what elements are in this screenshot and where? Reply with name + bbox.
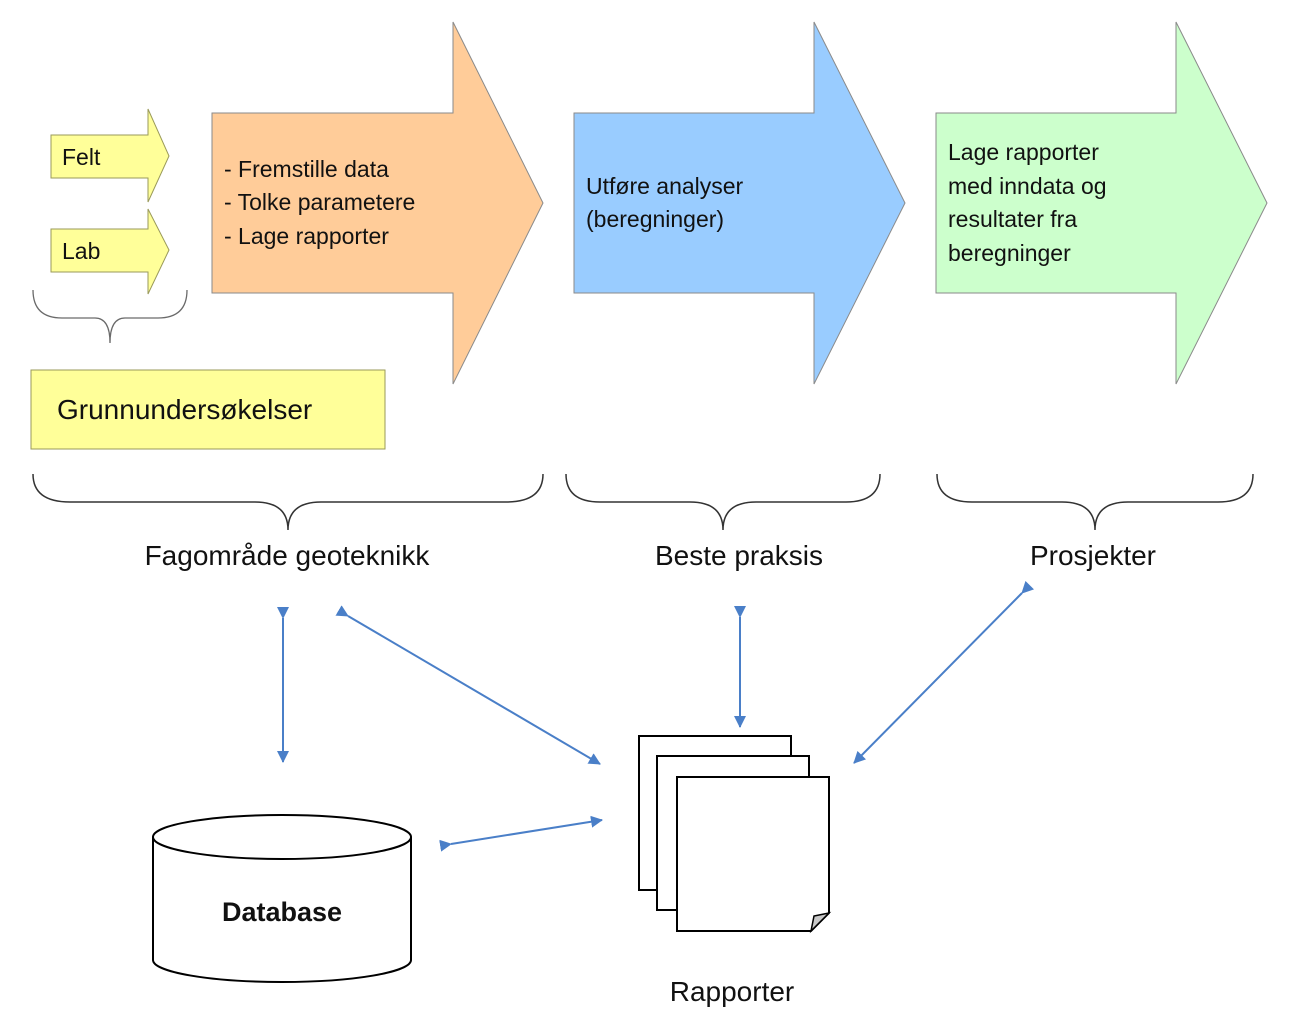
document-front: [676, 776, 830, 932]
step-2-line-1: Utføre analyser: [586, 173, 744, 199]
rapporter-label: Rapporter: [670, 976, 795, 1007]
fagomrade-brace: [32, 473, 544, 531]
prosjekter-label: Prosjekter: [1030, 540, 1156, 571]
orange-arrow-shape: [211, 21, 544, 385]
fagomrade-label: Fagområde geoteknikk: [145, 540, 431, 571]
felt-label: Felt: [62, 144, 101, 170]
lab-label: Lab: [62, 238, 100, 264]
connector-prosjekter-rapporter: [853, 580, 1034, 764]
prosjekter-brace: [936, 473, 1254, 531]
step-3-line-3: resultater fra: [948, 206, 1077, 232]
inputs-brace: [32, 289, 188, 344]
grunnundersokelser-box: Grunnundersøkelser: [30, 369, 386, 450]
step-arrow-blue: Utføre analyser (beregninger): [573, 21, 906, 385]
document-folded-corner: [809, 911, 832, 934]
database-label: Database: [222, 897, 342, 927]
grunnundersokelser-rect: [30, 369, 386, 450]
blue-arrow-shape: [573, 21, 906, 385]
grunnundersokelser-label: Grunnundersøkelser: [57, 394, 312, 425]
step-3-line-4: beregninger: [948, 240, 1071, 266]
step-1-line-1: - Fremstille data: [224, 156, 389, 182]
lab-arrow: Lab: [50, 208, 170, 295]
step-1-line-3: - Lage rapporter: [224, 223, 389, 249]
step-arrow-orange: - Fremstille data - Tolke parametere - L…: [211, 21, 544, 385]
step-3-line-2: med inndata og: [948, 173, 1107, 199]
database-cylinder: Database: [152, 814, 412, 983]
step-3-line-1: Lage rapporter: [948, 139, 1099, 165]
database-top: [152, 814, 412, 860]
connector-database-rapporter: [439, 815, 603, 852]
step-arrow-green: Lage rapporter med inndata og resultater…: [935, 21, 1268, 385]
rapporter-document-stack: [638, 735, 832, 934]
felt-arrow: Felt: [50, 108, 170, 203]
beste-praksis-brace: [565, 473, 881, 531]
lab-arrow-shape: [50, 208, 170, 295]
database-body: [152, 837, 412, 983]
felt-arrow-shape: [50, 108, 170, 203]
step-1-line-2: - Tolke parametere: [224, 189, 415, 215]
step-2-line-2: (beregninger): [586, 206, 724, 232]
connector-fagomrade-rapporter: [335, 605, 601, 765]
beste-praksis-label: Beste praksis: [655, 540, 823, 571]
green-arrow-shape: [935, 21, 1268, 385]
